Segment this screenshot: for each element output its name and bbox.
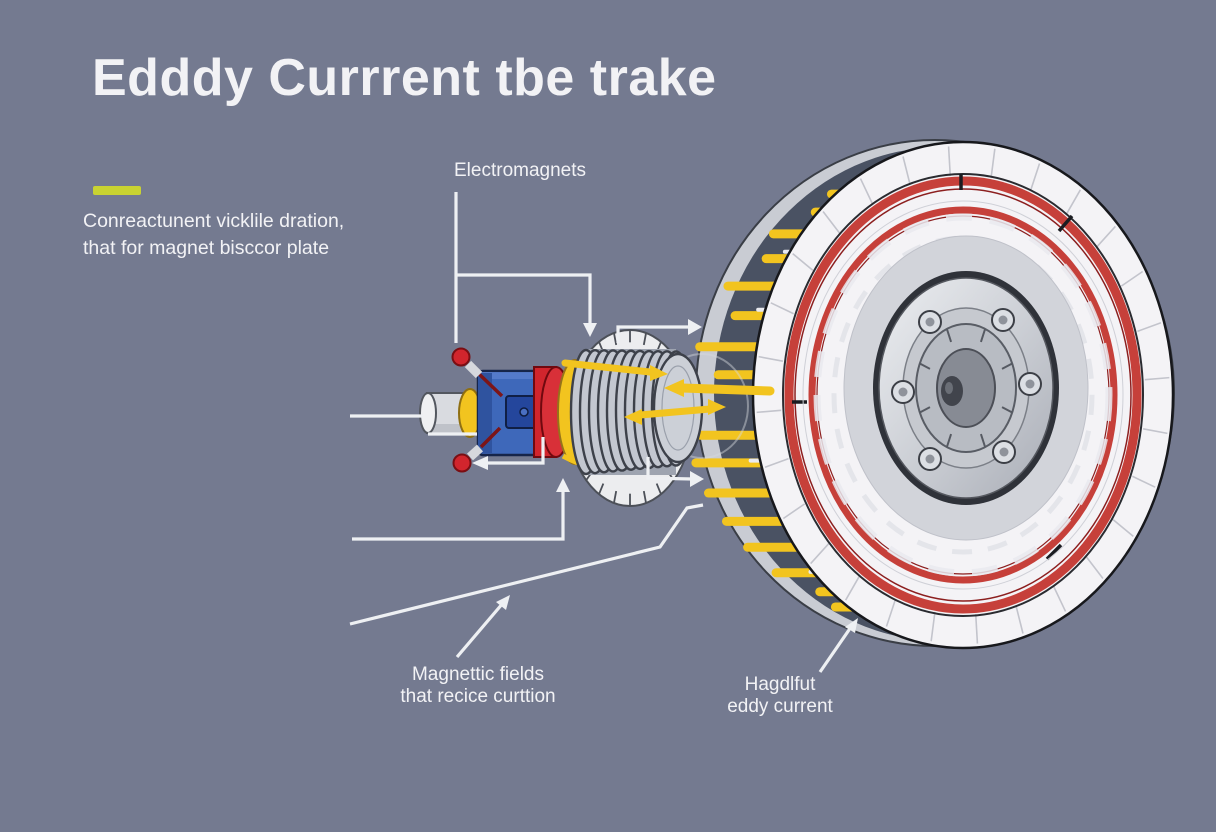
field-arrow-left-icon <box>664 379 684 397</box>
label-eddy-current-line2: eddy current <box>727 696 833 717</box>
hub-ring-ticks <box>919 328 1013 448</box>
label-magnetic-fields: Magnettic fields that recice curttion <box>378 664 578 708</box>
label-magnetic-fields-line2: that recice curttion <box>400 686 556 707</box>
hub-bolts <box>891 308 1042 471</box>
magnetic-field-arrows <box>561 359 775 425</box>
ring-notch-marks <box>792 174 1074 561</box>
field-arrow-right2-icon <box>708 399 726 415</box>
rim-segment-ticks <box>756 146 1170 644</box>
callout-lines <box>349 192 853 673</box>
callout-magnetic-fields-arrow <box>455 601 505 659</box>
label-electromagnets: Electromagnets <box>454 160 587 181</box>
label-magnetic-fields-line1: Magnettic fields <box>411 664 544 685</box>
callout-diagonal-line <box>349 503 704 626</box>
legend-dash-icon <box>93 186 141 195</box>
label-eddy-current: Hagdlfut eddy current <box>700 674 860 718</box>
field-arrow-right-icon <box>650 365 668 381</box>
magnet-body-blue <box>476 369 544 457</box>
description-note: Conreactunent vicklile dration, that for… <box>83 208 344 262</box>
callout-arrowheads <box>472 319 858 633</box>
page-title: Edddy Currrent tbe trake <box>92 49 717 107</box>
contact-pins <box>451 347 504 473</box>
description-note-line2: that for magnet bisccor plate <box>83 237 330 259</box>
pin-head-lower <box>452 453 472 473</box>
label-eddy-current-line1: Hagdlfut <box>744 674 816 695</box>
rotor-hub <box>843 235 1089 541</box>
brake-disc <box>655 139 1175 650</box>
hub-center-bore <box>936 348 996 428</box>
callout-eddy-arrow <box>818 626 853 673</box>
field-arrow-left2-icon <box>624 409 642 425</box>
red-rings <box>782 173 1144 617</box>
description-note-line1: Conreactunent vicklile dration, <box>83 210 345 232</box>
pin-head-upper <box>451 347 471 367</box>
